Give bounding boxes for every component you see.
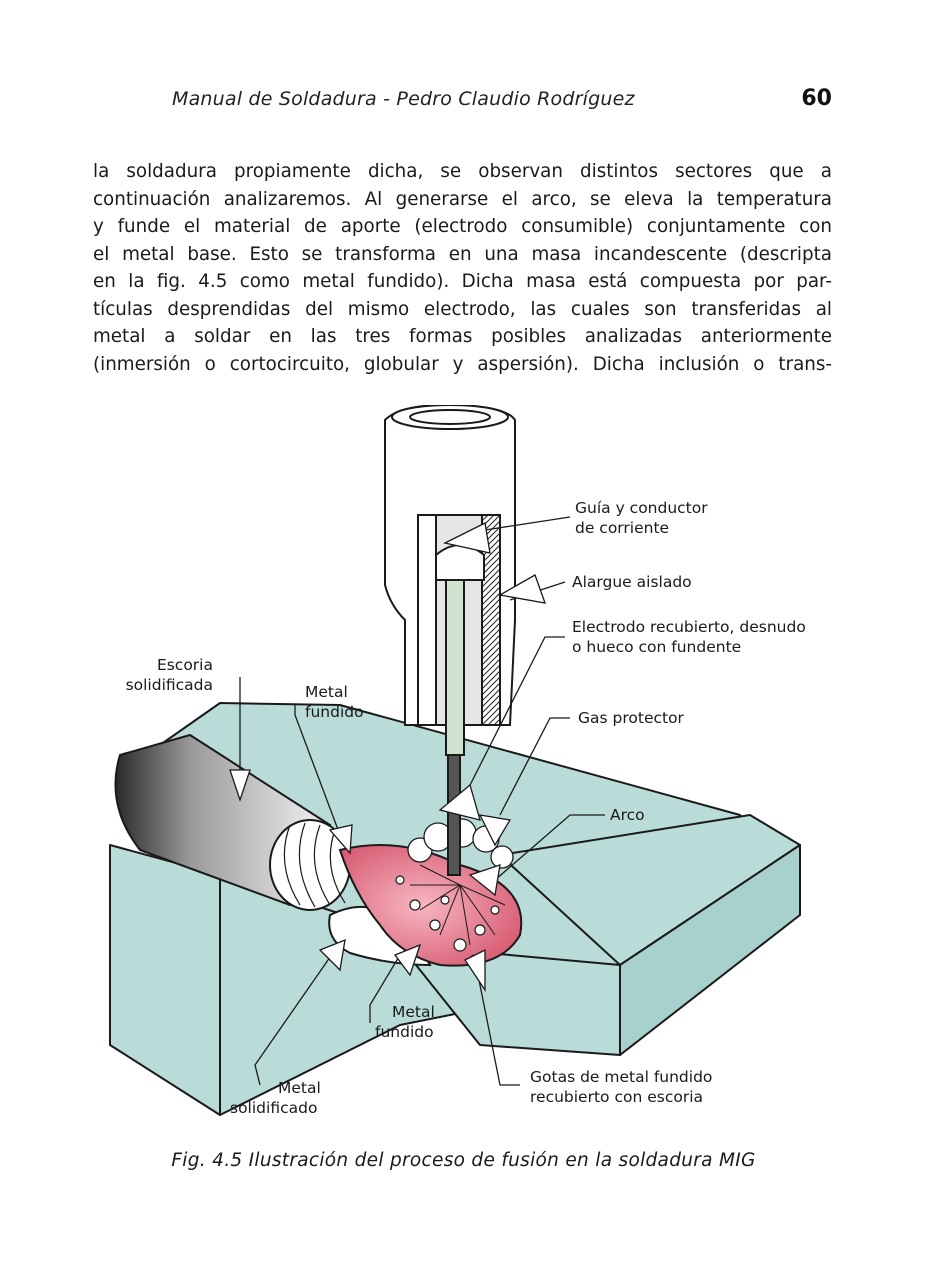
body-line: la soldadura propiamente dicha, se obser… (93, 161, 832, 182)
solidified-slag-bead (114, 733, 351, 911)
welding-torch (384, 405, 516, 876)
label-metal-solidificado-line2: solidificado (230, 1099, 317, 1117)
body-line: continuación analizaremos. Al generarse … (93, 188, 832, 210)
label-escoria-line1: Escoria (157, 656, 213, 674)
label-guia-line1: Guía y conductor (575, 499, 708, 517)
callout-leaders (229, 516, 605, 1086)
body-line: (inmersión o cortocircuito, globular y a… (93, 353, 832, 375)
mig-welding-figure: Guía y conductor de corriente Alargue ai… (100, 405, 840, 1135)
label-arco: Arco (610, 806, 645, 824)
label-metal-fundido-top-line2: fundido (305, 703, 364, 721)
callout-labels: Guía y conductor de corriente Alargue ai… (126, 499, 806, 1117)
label-metal-fundido-top-line1: Metal (305, 683, 348, 701)
running-header: Manual de Soldadura - Pedro Claudio Rodr… (172, 86, 832, 116)
body-line: y funde el material de aporte (electrodo… (93, 216, 832, 237)
label-electrodo-line1: Electrodo recubierto, desnudo (572, 618, 806, 636)
label-gotas-line2: recubierto con escoria (530, 1088, 703, 1106)
body-line: metal a soldar en las tres formas posibl… (93, 326, 832, 347)
label-escoria-line2: solidificada (126, 676, 213, 694)
figure-caption: Fig. 4.5 Ilustración del proceso de fusi… (171, 1150, 756, 1171)
label-alargue: Alargue aislado (572, 573, 692, 591)
page-number: 60 (801, 86, 832, 111)
body-line: el metal base. Esto se transforma en una… (93, 243, 832, 265)
label-metal-solidificado-line1: Metal (278, 1079, 321, 1097)
label-gas-protector: Gas protector (578, 709, 685, 727)
mig-welding-illustration: Guía y conductor de corriente Alargue ai… (109, 405, 806, 1117)
body-line: en la fig. 4.5 como metal fundido). Dich… (93, 271, 832, 292)
label-electrodo-line2: o hueco con fundente (572, 638, 741, 656)
body-line: tículas desprendidas del mismo electrodo… (93, 298, 832, 320)
body-paragraph: la soldadura propiamente dicha, se obser… (93, 158, 832, 378)
label-metal-fundido-bottom-line1: Metal (392, 1003, 435, 1021)
label-guia-line2: de corriente (575, 519, 669, 537)
label-metal-fundido-bottom-line2: fundido (375, 1023, 434, 1041)
label-gotas-line1: Gotas de metal fundido (530, 1068, 712, 1086)
running-title: Manual de Soldadura - Pedro Claudio Rodr… (172, 88, 635, 110)
